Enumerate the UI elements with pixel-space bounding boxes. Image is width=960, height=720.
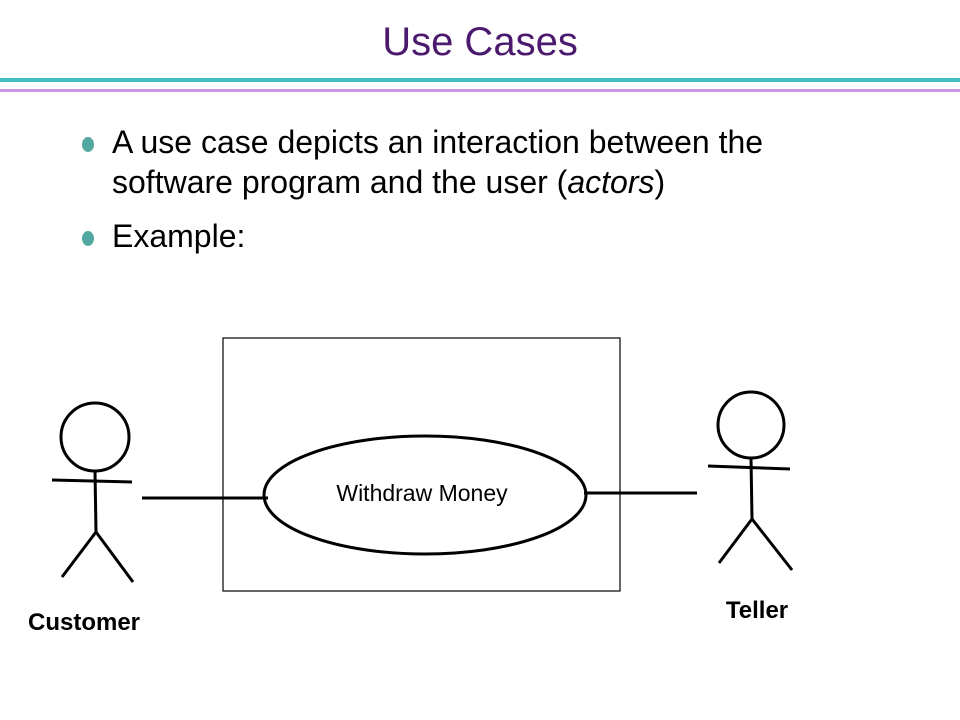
- actor-left-leg: [60, 531, 98, 578]
- use-case-ellipse: [262, 434, 588, 556]
- bullet-item-definition: A use case depicts an interaction betwee…: [82, 122, 882, 202]
- system-boundary: [222, 337, 621, 592]
- bullet-text: A use case depicts an interaction betwee…: [112, 124, 764, 200]
- actor-right-leg: [94, 531, 135, 583]
- actor-customer: [51, 401, 135, 583]
- actor-body: [93, 470, 98, 533]
- actor-customer-label: Customer: [28, 609, 140, 636]
- actor-arms: [51, 478, 133, 484]
- actor-arms: [707, 464, 791, 471]
- actor-teller-label: Teller: [726, 597, 788, 624]
- title-divider-teal: [0, 78, 960, 82]
- title-divider-lilac: [0, 89, 960, 92]
- actor-left-leg: [717, 518, 754, 564]
- actor-teller: [707, 390, 794, 571]
- bullet-dot-icon: [82, 137, 94, 152]
- actor-right-leg: [750, 518, 794, 571]
- use-case-label: Withdraw Money: [336, 480, 508, 506]
- bullet-list: A use case depicts an interaction betwee…: [82, 122, 882, 270]
- slide-title: Use Cases: [382, 20, 578, 64]
- bullet-item-example: Example:: [82, 216, 882, 256]
- actor-body: [749, 457, 754, 520]
- bullet-text: Example:: [112, 218, 246, 254]
- bullet-dot-icon: [82, 231, 94, 246]
- actor-head: [59, 401, 131, 473]
- actor-head: [716, 390, 786, 460]
